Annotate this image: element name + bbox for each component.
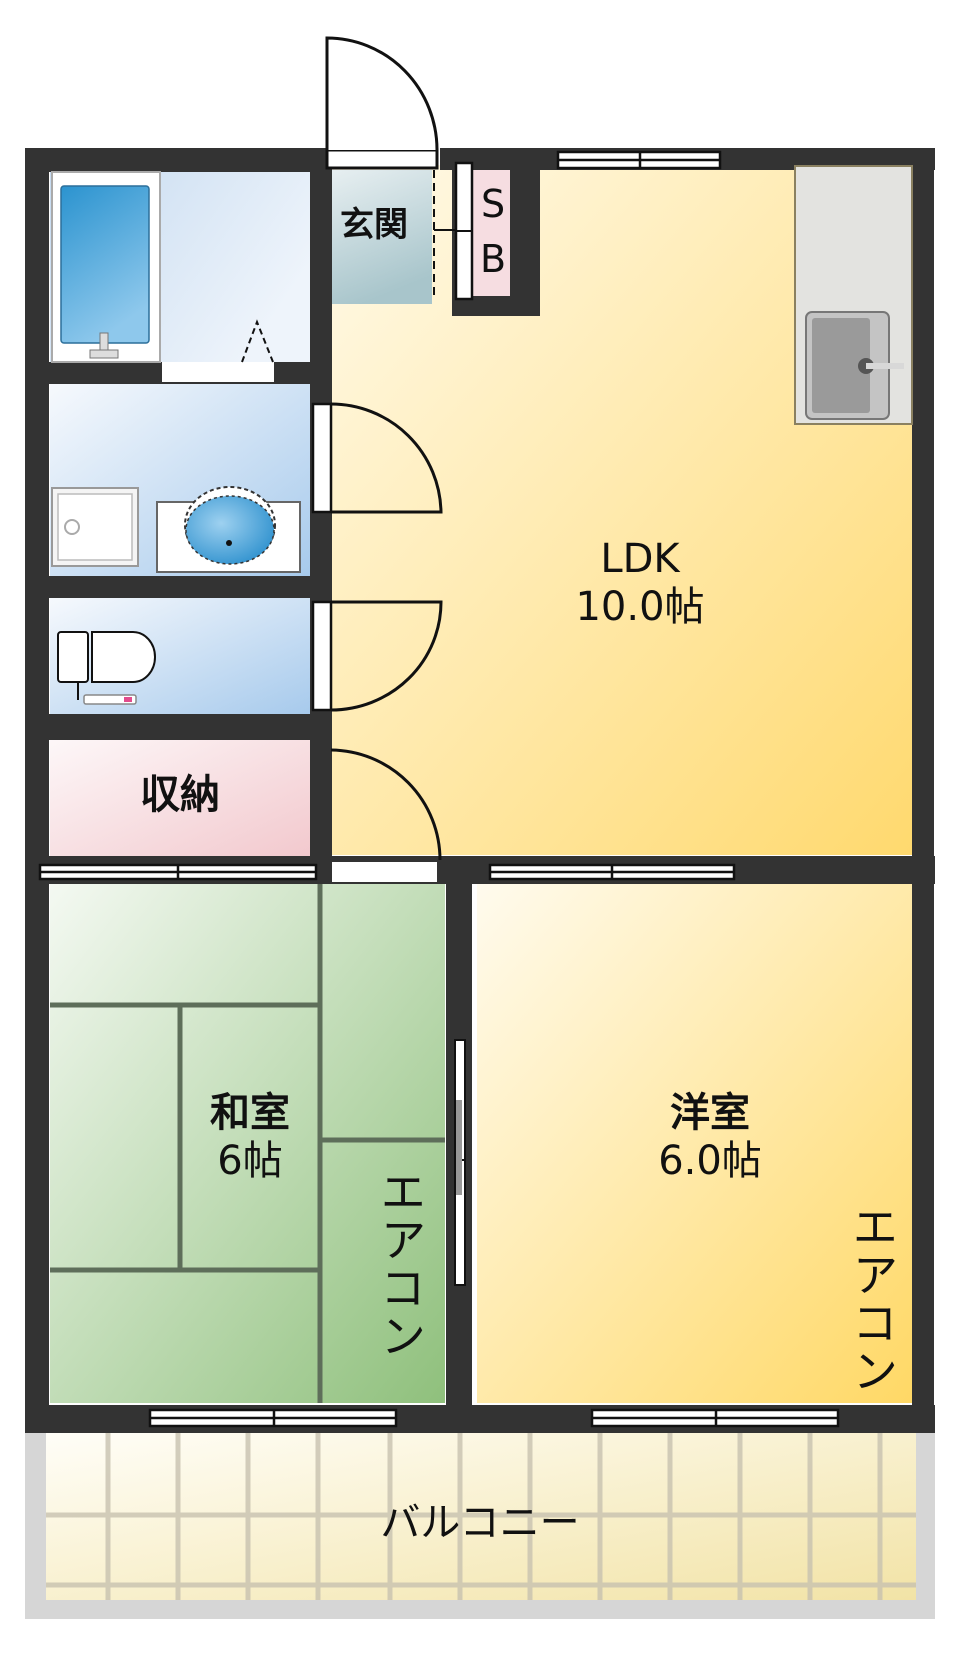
window-yoshitsu-balcony <box>590 1408 840 1428</box>
washing-machine-pan <box>51 487 139 567</box>
wash-basin <box>156 486 301 573</box>
washitsu-size: 6帖 <box>217 1138 283 1184</box>
toilet <box>57 631 156 705</box>
yoshitsu-name: 洋室 <box>670 1090 750 1136</box>
entrance-door <box>325 36 456 300</box>
bathtub <box>51 171 161 363</box>
washitsu-floor <box>50 883 445 1403</box>
balcony-label: バルコニー <box>380 1500 580 1546</box>
doors <box>162 36 474 1286</box>
storage-label: 収納 <box>140 772 220 818</box>
windows <box>38 150 840 1428</box>
balcony <box>25 1432 935 1619</box>
window-ldk-bottom <box>488 863 736 881</box>
ldk-size: 10.0帖 <box>575 584 705 630</box>
yoshitsu-size: 6.0帖 <box>658 1138 762 1184</box>
yoshitsu-aircon-label: エアコン <box>845 1203 900 1395</box>
window-washitsu-balcony <box>148 1408 398 1428</box>
genkan-floor <box>332 170 432 304</box>
tatami-lines <box>50 883 445 1403</box>
shoebox-floor <box>472 170 510 296</box>
kitchen-counter <box>794 165 913 425</box>
shoebox-label-b: B <box>479 237 507 281</box>
shoebox-label-s: S <box>480 182 506 226</box>
ldk-name: LDK <box>600 536 680 582</box>
genkan-label: 玄関 <box>340 205 408 245</box>
window-ldk-top <box>556 150 722 170</box>
storage-floor <box>50 740 310 860</box>
yoshitsu-floor <box>477 883 915 1403</box>
washitsu-aircon-label: エアコン <box>373 1168 428 1360</box>
washitsu-name: 和室 <box>210 1090 290 1136</box>
window-storage <box>38 863 318 881</box>
